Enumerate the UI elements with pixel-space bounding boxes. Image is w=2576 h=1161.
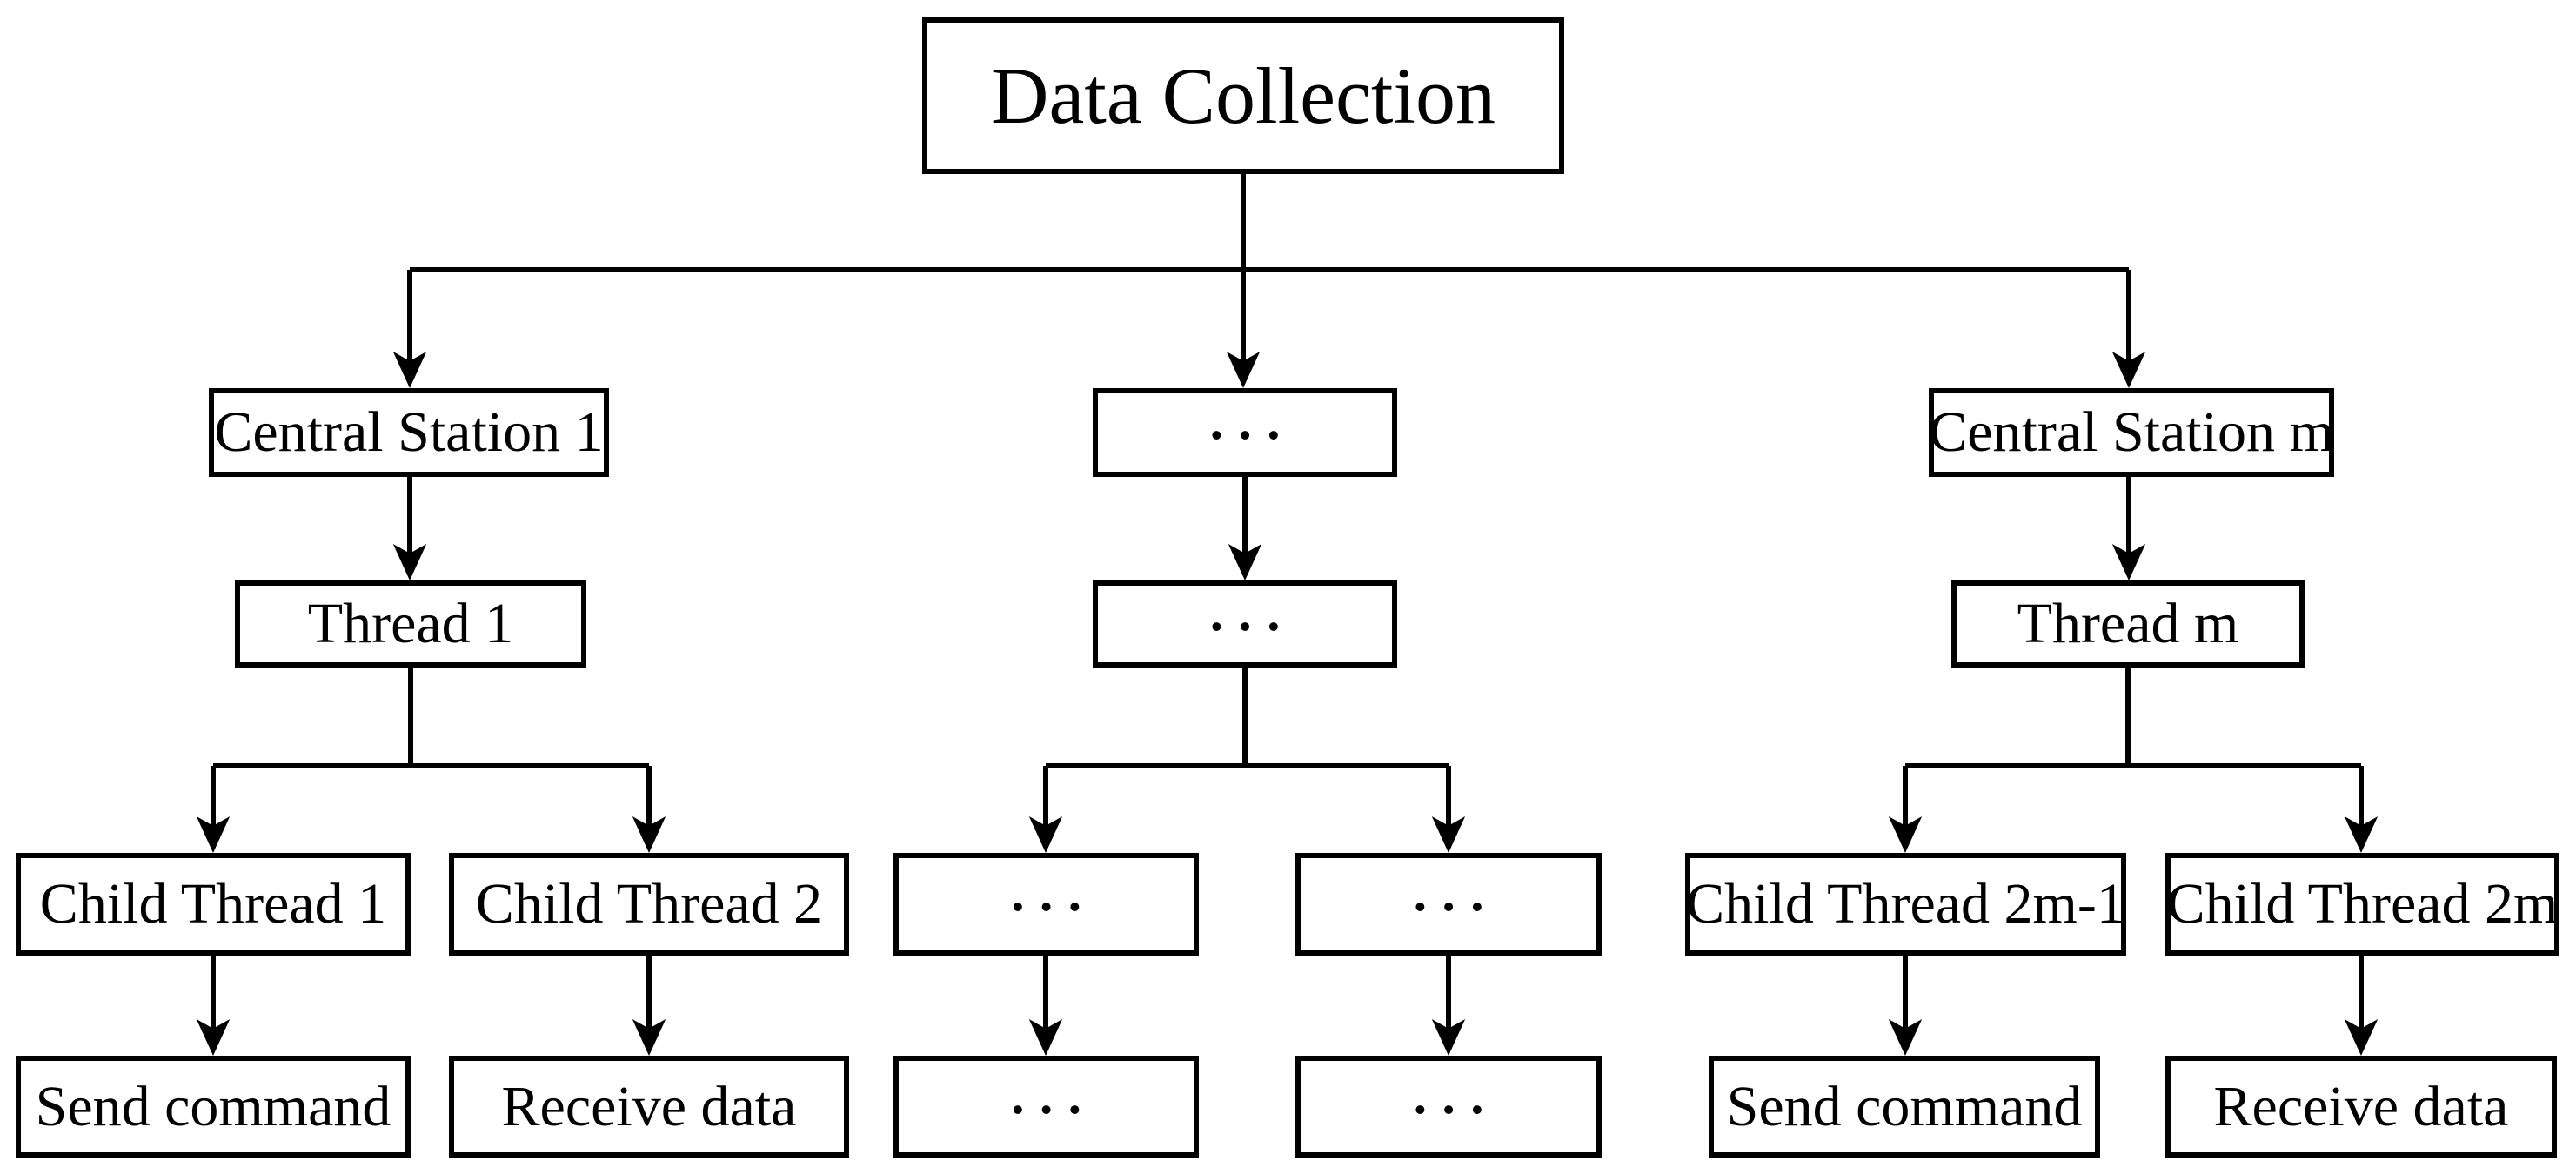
box-child-thread-2m: Child Thread 2m xyxy=(2165,853,2559,956)
box-ellipsis-child-left-label: ... xyxy=(1008,846,1094,927)
box-ellipsis-bottom-left-label: ... xyxy=(1008,1048,1094,1130)
box-receive-data-right: Receive data xyxy=(2165,1056,2557,1158)
box-ellipsis-child-right: ... xyxy=(1295,846,1602,956)
box-ellipsis-stations-label: ... xyxy=(1207,374,1294,455)
box-ellipsis-child-right-label: ... xyxy=(1410,846,1497,927)
box-thread-1-label: Thread 1 xyxy=(307,592,514,655)
box-central-station-m: Central Station m xyxy=(1929,388,2334,477)
box-data-collection-label: Data Collection xyxy=(991,51,1495,140)
box-send-command-right: Send command xyxy=(1709,1056,2100,1158)
box-send-command-right-label: Send command xyxy=(1726,1074,2083,1138)
box-child-thread-1: Child Thread 1 xyxy=(16,853,411,956)
box-ellipsis-threads: ... xyxy=(1093,570,1397,668)
box-child-thread-1-label: Child Thread 1 xyxy=(39,872,387,936)
box-receive-data-left: Receive data xyxy=(449,1056,849,1158)
box-ellipsis-bottom-right-label: ... xyxy=(1410,1048,1497,1130)
box-ellipsis-threads-label: ... xyxy=(1207,566,1294,647)
box-central-station-1: Central Station 1 xyxy=(209,388,609,477)
box-data-collection: Data Collection xyxy=(922,17,1564,174)
box-send-command-left: Send command xyxy=(16,1056,411,1158)
box-child-thread-2-label: Child Thread 2 xyxy=(475,872,823,936)
box-thread-1: Thread 1 xyxy=(235,580,586,668)
box-child-thread-2m-1-label: Child Thread 2m-1 xyxy=(1686,872,2125,936)
box-ellipsis-child-left: ... xyxy=(893,846,1199,956)
box-central-station-1-label: Central Station 1 xyxy=(214,400,604,464)
box-ellipsis-bottom-left: ... xyxy=(893,1048,1199,1158)
box-ellipsis-stations: ... xyxy=(1093,379,1397,477)
box-send-command-left-label: Send command xyxy=(35,1074,391,1138)
box-child-thread-2: Child Thread 2 xyxy=(449,853,849,956)
box-child-thread-2m-1: Child Thread 2m-1 xyxy=(1685,853,2126,956)
box-thread-m: Thread m xyxy=(1951,580,2305,668)
box-receive-data-right-label: Receive data xyxy=(2213,1074,2509,1138)
box-receive-data-left-label: Receive data xyxy=(501,1074,797,1138)
box-thread-m-label: Thread m xyxy=(2017,592,2239,655)
box-central-station-m-label: Central Station m xyxy=(1929,400,2334,464)
box-child-thread-2m-label: Child Thread 2m xyxy=(2166,872,2559,936)
box-ellipsis-bottom-right: ... xyxy=(1295,1048,1602,1158)
